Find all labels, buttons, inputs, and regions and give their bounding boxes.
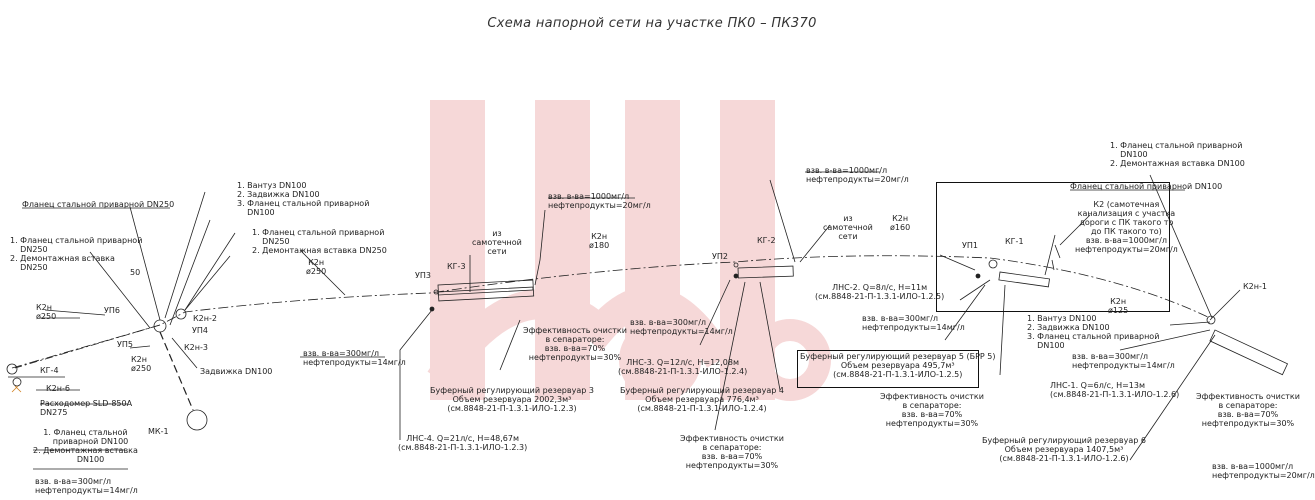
- label-kg4: КГ-4: [40, 366, 59, 375]
- label-k2n2: К2н-2: [193, 314, 217, 323]
- label-right-list-mid: 1. Вантуз DN100 2. Задвижка DN100 3. Фла…: [1027, 314, 1160, 350]
- pressure-main-line: [11, 255, 1211, 369]
- label-up5: УП5: [117, 340, 133, 349]
- label-flanec-dn250: Фланец стальной приварной DN250: [22, 200, 175, 209]
- label-k2n1: К2н-1: [1243, 282, 1267, 291]
- label-rez6: Буферный регулирующий резервуар 6 Объем …: [982, 436, 1146, 463]
- label-left-list1: 1. Фланец стальной приварной DN250 2. Де…: [10, 236, 143, 272]
- label-up2: УП2: [712, 252, 728, 261]
- label-flow-r6-out: взв. в-ва=1000мг/л нефтепродукты=20мг/л: [1212, 462, 1315, 480]
- label-lns1: ЛНС-1. Q=6л/с, Н=13м (см.8848-21-П-1.3.1…: [1050, 381, 1180, 399]
- label-k2n-250b: К2н ø250: [306, 258, 327, 276]
- label-top-list2: 1. Фланец стальной приварной DN250 2. Де…: [252, 228, 387, 255]
- label-kg2: КГ-2: [757, 236, 776, 245]
- label-up1: УП1: [962, 241, 978, 250]
- label-k2n-125: К2н ø125: [1108, 297, 1129, 315]
- label-k2n3: К2н-3: [184, 343, 208, 352]
- label-rez4: Буферный регулирующий резервуар 4 Объем …: [620, 386, 784, 413]
- page-title: Схема напорной сети на участке ПК0 – ПК3…: [487, 16, 817, 31]
- label-k2n-left: К2н ø250: [36, 303, 57, 321]
- label-iz-sam-net1: из самотечной сети: [472, 229, 522, 256]
- label-k2n-160: К2н ø160: [890, 214, 911, 232]
- label-k2n-mid: К2н ø250: [131, 355, 152, 373]
- label-50: 50: [130, 268, 141, 277]
- label-bottom-left-list: 1. Фланец стальной приварной DN100 2. Де…: [33, 428, 138, 464]
- label-flow-r3-top: взв. в-ва=1000мг/л нефтепродукты=20мг/л: [548, 192, 651, 210]
- reservoir5-frame: [797, 350, 979, 388]
- label-flanec-dn100: Фланец стальной приварной DN100: [1070, 182, 1223, 191]
- label-flow-300-mid: взв. в-ва=300мг/л нефтепродукты=14мг/л: [630, 318, 733, 336]
- label-eff-r5: Эффективность очистки в сепараторе: взв.…: [880, 392, 984, 428]
- label-bottom-left-flow: взв. в-ва=300мг/л нефтепродукты=14мг/л: [35, 477, 138, 495]
- label-eff-r3: Эффективность очистки в сепараторе: взв.…: [523, 326, 627, 362]
- label-rez5: Буферный регулирующий резервуар 5 (БРР 5…: [800, 352, 996, 379]
- label-up6: УП6: [104, 306, 120, 315]
- label-k2-sam: К2 (самотечная канализация с участка дор…: [1075, 200, 1178, 254]
- label-up4: УП4: [192, 326, 208, 335]
- label-top-list1: 1. Вантуз DN100 2. Задвижка DN100 3. Фла…: [237, 181, 370, 217]
- label-kg3: КГ-3: [447, 262, 466, 271]
- label-lns2: ЛНС-2. Q=8л/с, Н=11м (см.8848-21-П-1.3.1…: [815, 283, 945, 301]
- label-eff-r6: Эффективность очистки в сепараторе: взв.…: [1196, 392, 1300, 428]
- label-lns3: ЛНС-3. Q=12л/с, Н=12,08м (см.8848-21-П-1…: [618, 358, 748, 376]
- label-right-list-top: 1. Фланец стальной приварной DN100 2. Де…: [1110, 141, 1245, 168]
- label-flow-r5-in: взв. в-ва=300мг/л нефтепродукты=14мг/л: [862, 314, 965, 332]
- label-k2n6: К2н-6: [46, 384, 70, 393]
- label-rashodomer: Расходомер SLD-850A DN275: [40, 399, 133, 417]
- label-k2n-180: К2н ø180: [589, 232, 610, 250]
- label-rez3: Буферный регулирующий резервуар 3 Объем …: [430, 386, 594, 413]
- highlight-frame: [936, 182, 1170, 312]
- label-kg1: КГ-1: [1005, 237, 1024, 246]
- label-iz-sam-net2: из самотечной сети: [823, 214, 873, 241]
- label-flow-r4-top: взв. в-ва=1000мг/л нефтепродукты=20мг/л: [806, 166, 909, 184]
- label-zadvizhka-left: Задвижка DN100: [200, 367, 273, 376]
- label-lns4: ЛНС-4. Q=21л/с, Н=48,67м (см.8848-21-П-1…: [398, 434, 528, 452]
- label-eff-r4: Эффективность очистки в сепараторе: взв.…: [680, 434, 784, 470]
- label-flow-left: взв. в-ва=300мг/л нефтепродукты=14мг/л: [303, 349, 406, 367]
- label-mk1: МК-1: [148, 427, 169, 436]
- label-up3: УП3: [415, 271, 431, 280]
- label-flow-r6-in: взв. в-ва=300мг/л нефтепродукты=14мг/л: [1072, 352, 1175, 370]
